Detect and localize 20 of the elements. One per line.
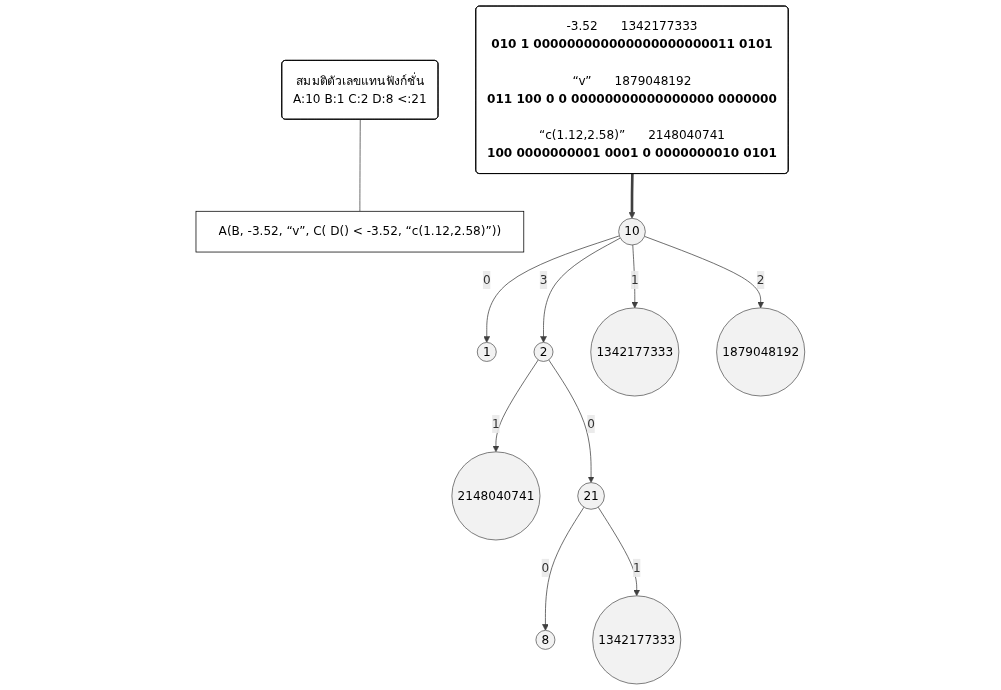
node-circle: 8 (535, 630, 556, 650)
edge-label: 3 (539, 272, 548, 287)
edge-label: 1 (492, 416, 500, 431)
edge-label: 1 (631, 272, 639, 287)
edge-label: 0 (587, 416, 596, 431)
connector (359, 119, 361, 212)
node-circle: 1342177333 (590, 307, 680, 397)
arrow (628, 173, 636, 219)
node-circle: 1 (477, 342, 497, 362)
edge-label: 1 (633, 560, 641, 575)
node-circle: 2148040741 (451, 451, 541, 541)
edge-label: 2 (756, 272, 765, 287)
edge-label: 0 (541, 560, 550, 575)
edge-label: 0 (483, 272, 491, 287)
node-circle: 1342177333 (592, 595, 682, 685)
node-circle: 10 (618, 217, 646, 246)
node-box: A(B, -3.52, “v”, C( D() < -3.52, “c(1.12,2.58)”)) (195, 210, 525, 253)
node-circle: 1879048192 (716, 307, 806, 397)
node-circle: 21 (577, 482, 605, 510)
node-circle: 2 (533, 342, 554, 362)
